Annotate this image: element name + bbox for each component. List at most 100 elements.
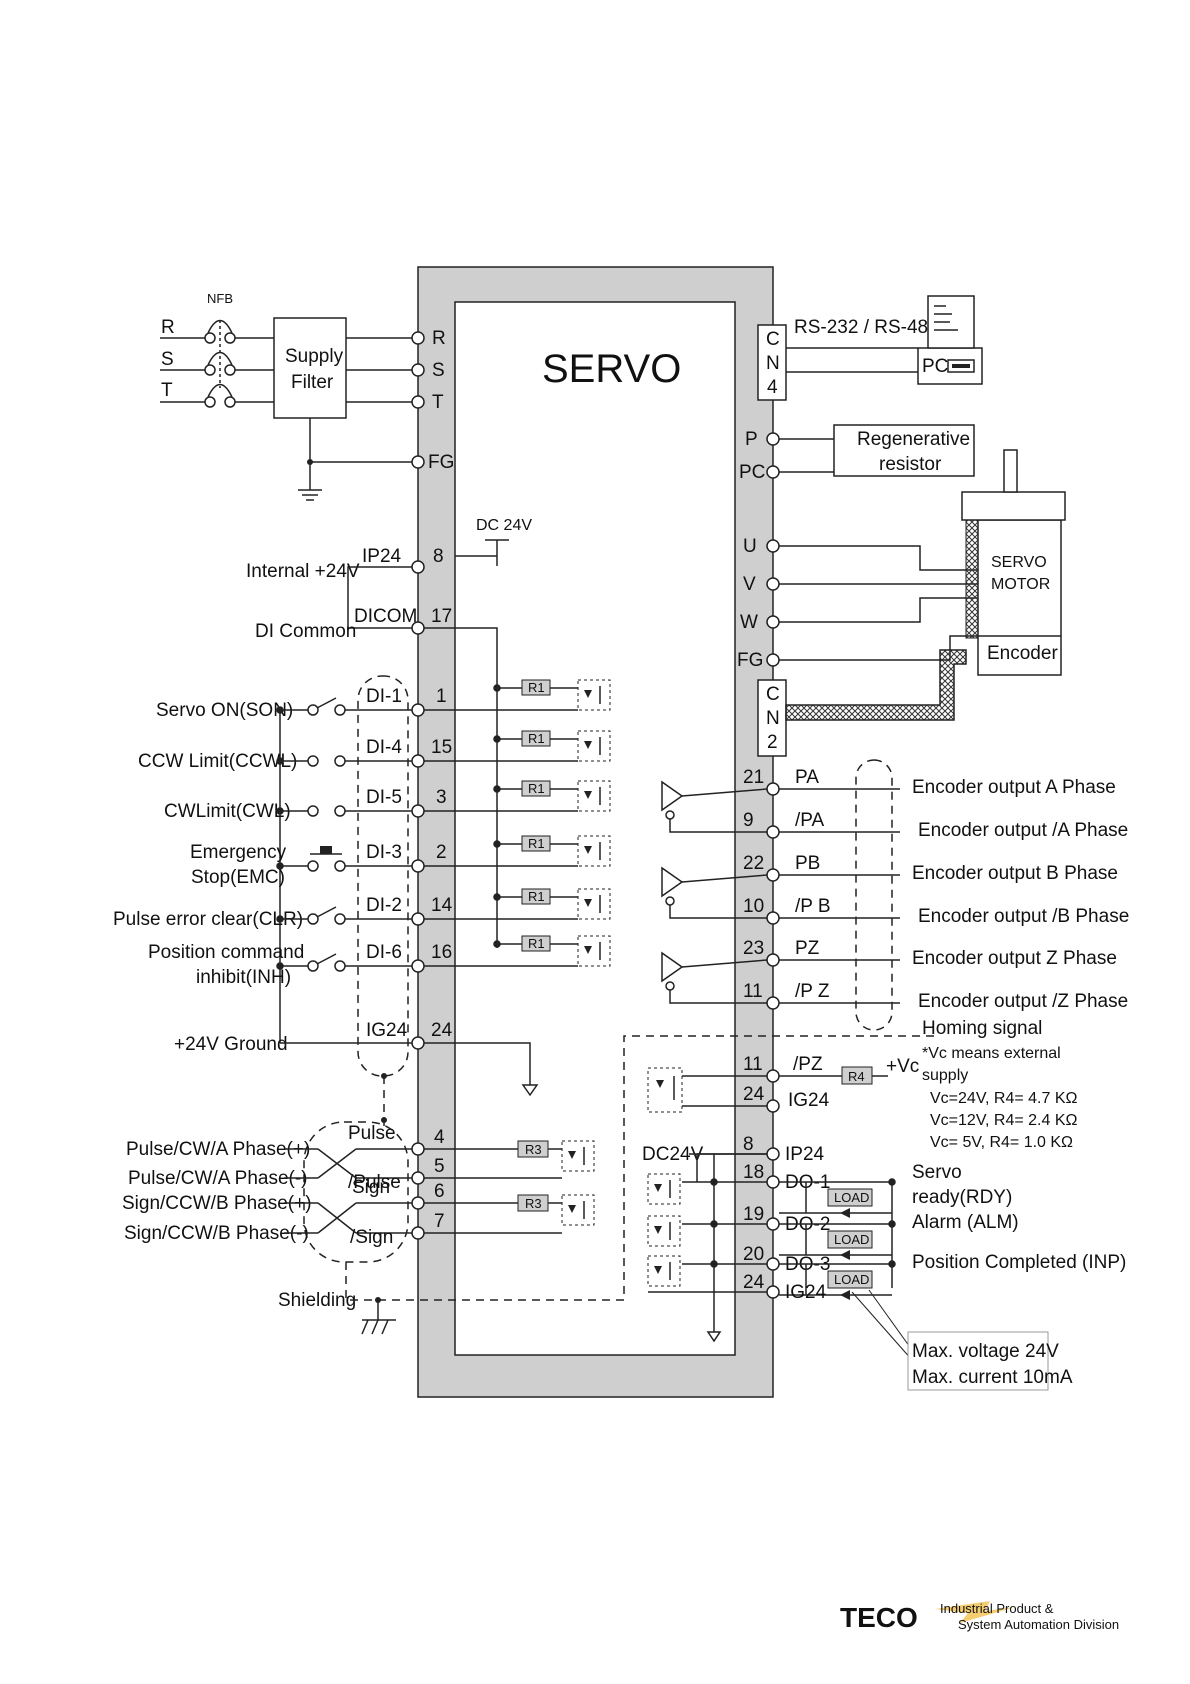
homing-opt3: Vc= 5V, R4= 1.0 KΩ [930,1134,1073,1151]
alarm-label: Alarm (ALM) [912,1212,1019,1233]
motor-flange [961,491,1066,521]
encoder-signal: /P Z [795,981,830,1002]
encoder-label: Encoder output Z Phase [912,948,1117,969]
ground-24v-label: +24V Ground [174,1034,288,1055]
homing-note1: *Vc means external [922,1045,1061,1062]
encoder-label: Encoder [987,643,1058,664]
pin-24-in: 24 [431,1020,453,1041]
encoder-label: Encoder output B Phase [912,863,1118,884]
do-signal: IP24 [785,1144,825,1165]
cn4-n: N [766,353,780,374]
encoder-pin: 23 [743,938,764,959]
nfb-breaker [204,319,236,408]
pin-p: P [745,429,758,450]
pulse-pin: 7 [434,1211,445,1232]
load-box [827,1188,873,1207]
regenerative-resistor [833,424,975,477]
pin-pc: PC [739,462,765,483]
pulse-group-outline [303,1121,409,1263]
pin-8-in: 8 [433,546,444,567]
di-label-line2: Stop(EMC) [191,867,285,888]
r4-label: R4 [848,1069,865,1084]
homing-opt2: Vc=12V, R4= 2.4 KΩ [930,1112,1078,1129]
homing-ig24: IG24 [788,1090,830,1111]
di-pin: 3 [436,787,447,808]
motor-line2: MOTOR [991,576,1050,593]
motor-shaft [1003,449,1018,493]
do-optocoupler [647,1215,681,1247]
pulse-signal: /Sign [350,1227,393,1248]
do-pin: 8 [743,1134,754,1155]
di-common-label: DI Common [255,621,356,642]
footer-line1: Industrial Product & [940,1601,1054,1616]
encoder-label: Encoder output /A Phase [918,820,1128,841]
phase-r: R [161,317,175,338]
di-label: Pulse error clear(CLR) [113,909,303,930]
cn4-c: C [766,329,780,350]
r3-label: R3 [525,1196,542,1211]
pulse-optocoupler [561,1140,595,1172]
di-optocoupler [577,780,611,812]
encoder-signal: /PA [795,810,825,831]
di-optocoupler [577,935,611,967]
pulse-signal: Pulse [348,1123,396,1144]
pin-24-homing: 24 [743,1084,765,1105]
encoder-signal: PA [795,767,819,788]
homing-title: Homing signal [922,1018,1042,1039]
ip24-signal: IP24 [362,546,402,567]
pin-t: T [432,392,444,413]
pin-11-homing: 11 [743,1054,763,1075]
inp-label: Position Completed (INP) [912,1252,1126,1273]
di-label-line1: Position command [148,942,304,963]
servo-ready-line1: Servo [912,1162,962,1183]
pin-v: V [743,574,756,595]
encoder-pin: 21 [743,767,764,788]
di-optocoupler [577,888,611,920]
encoder-label: Encoder output /B Phase [918,906,1129,927]
motor-pins: U V W FG [737,536,780,671]
encoder-signal: PB [795,853,820,874]
r1-label: R1 [528,731,545,746]
do-pin: 19 [743,1204,764,1225]
di-label: CCW Limit(CCWL) [138,751,297,772]
homing-note2: supply [922,1067,968,1084]
pin-s: S [432,360,445,381]
ig24-signal: IG24 [366,1020,408,1041]
pin-r: R [432,328,446,349]
max-voltage: Max. voltage 24V [912,1341,1059,1362]
di-pin: 14 [431,895,453,916]
phase-s: S [161,349,174,370]
max-rating-note [907,1331,1049,1391]
pin-17: 17 [431,606,452,627]
encoder-pin: 10 [743,896,764,917]
encoder-pin: 9 [743,810,754,831]
filter-line1: Supply [285,346,344,367]
load-box [827,1270,873,1289]
line-driver-icon [661,780,684,812]
comm-label: RS-232 / RS-485 [794,317,939,338]
encoder-pin: 11 [743,981,763,1002]
encoder-out-outline [855,759,893,1031]
load-label: LOAD [834,1272,869,1287]
nfb-label: NFB [207,291,233,306]
di-signal: DI-5 [366,787,402,808]
supply-filter [273,317,347,419]
servo-inner [454,301,736,1356]
do-signal: IG24 [785,1282,827,1303]
di-optocoupler [577,730,611,762]
cn2-n: N [766,708,780,729]
di-pin: 15 [431,737,452,758]
phase-t: T [161,380,173,401]
